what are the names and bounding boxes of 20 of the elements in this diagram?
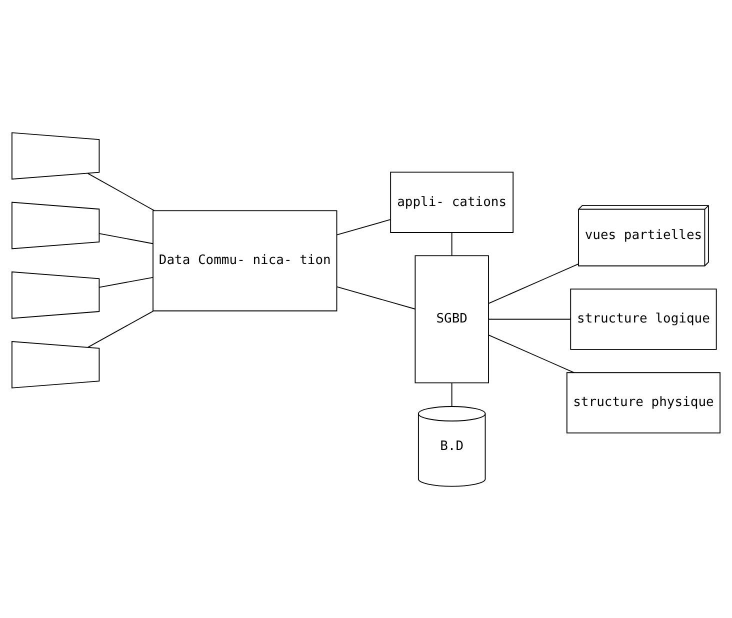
node-box: [12, 132, 100, 180]
node-box: SGBD: [414, 254, 489, 383]
node-box: appli- cations: [390, 171, 514, 232]
node-box: [12, 270, 100, 318]
connector: [488, 318, 571, 320]
connector: [451, 382, 452, 406]
connector: [87, 172, 155, 211]
connector: [336, 286, 416, 309]
node-box: [12, 340, 100, 388]
connector: [451, 232, 452, 256]
node-box: [12, 201, 100, 249]
connector: [336, 218, 391, 235]
connector: [98, 276, 154, 288]
connector: [98, 232, 154, 244]
connector: [488, 334, 574, 373]
connector: [87, 310, 154, 348]
node-box: Data Commu- nica- tion: [152, 210, 338, 311]
connector: [488, 262, 579, 304]
node-box: structure logique: [570, 288, 717, 350]
node-box: structure physique: [566, 372, 720, 433]
